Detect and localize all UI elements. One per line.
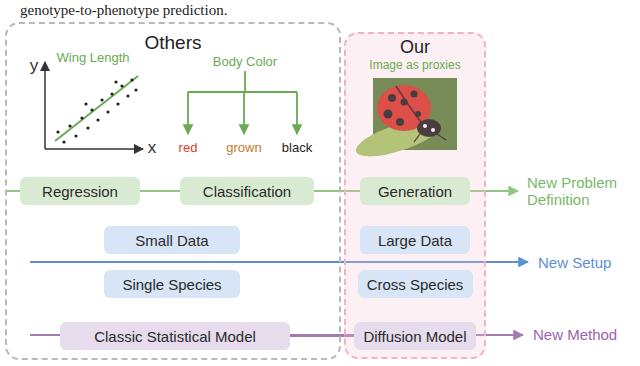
method-box: Small Data (104, 226, 240, 254)
color-tree (188, 71, 297, 134)
annotation-label: New Method (533, 326, 617, 343)
annotation-label: black (282, 141, 312, 156)
annotation-label: grown (226, 141, 261, 156)
annotation-label: Wing Length (57, 51, 130, 66)
box-label: Single Species (122, 276, 221, 293)
annotation-label: New Setup (538, 254, 611, 271)
box-label: Cross Species (367, 276, 464, 293)
group-panel: OthersRegression ClassificationSmall Data… (5, 22, 341, 360)
method-box: Regression (20, 177, 140, 205)
box-label: Generation (378, 183, 452, 200)
box-label: Diffusion Model (363, 328, 466, 345)
box-label: Classification (203, 183, 291, 200)
group-panel: OurImage as proxiesGenerationLarge DataC… (344, 32, 486, 359)
method-box: Single Species (104, 270, 240, 298)
method-box: Generation (360, 177, 470, 205)
scatter-plot (45, 62, 143, 149)
annotation-label: red (179, 141, 198, 156)
box-label: Classic Statistical Model (94, 328, 256, 345)
method-box: Large Data (360, 226, 470, 254)
annotation-label: New Problem Definition (527, 174, 637, 209)
method-box: Classic Statistical Model (60, 322, 290, 350)
panel-title: Others (7, 24, 339, 54)
panel-subtitle: Image as proxies (346, 58, 484, 73)
box-label: Large Data (378, 232, 452, 249)
connector-line (140, 190, 180, 192)
method-box: Cross Species (358, 270, 473, 298)
method-box: Classification (180, 177, 314, 205)
annotation-label: y (30, 56, 39, 76)
box-label: Regression (42, 183, 118, 200)
method-box: Diffusion Model (354, 322, 476, 350)
box-label: Small Data (135, 232, 208, 249)
panel-title: Our (346, 34, 484, 58)
annotation-label: x (148, 138, 157, 158)
annotation-label: genotype-to-phenotype prediction. (20, 2, 227, 19)
annotation-label: Body Color (213, 55, 277, 70)
